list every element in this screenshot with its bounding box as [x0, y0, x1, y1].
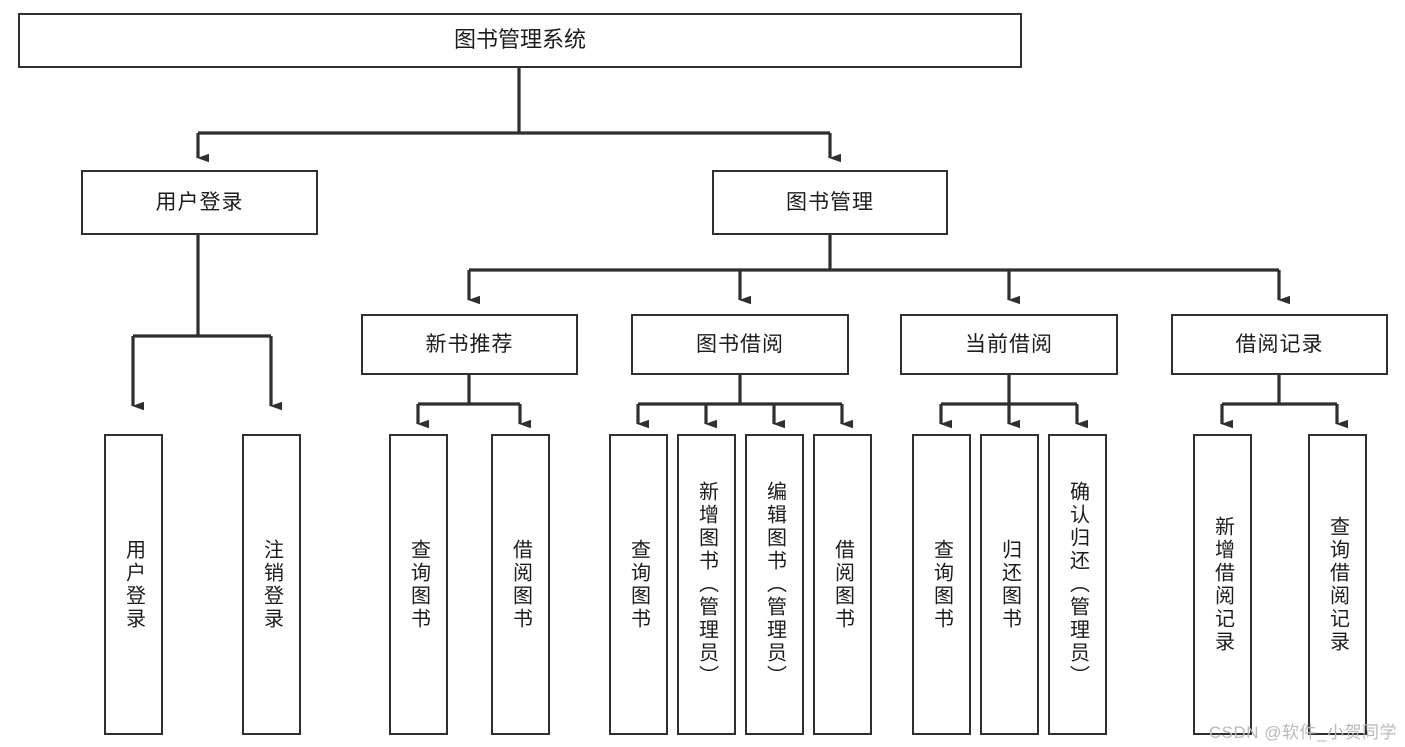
leaf-new-book-query-book[interactable]: 查询图书 [389, 434, 448, 735]
leaf-label: 查询借阅记录 [1326, 515, 1349, 654]
leaf-current-borrow-query-book[interactable]: 查询图书 [912, 434, 971, 735]
leaf-book-borrow-add-book-admin[interactable]: 新增图书（管理员） [677, 434, 736, 735]
leaf-label: 新增借阅记录 [1211, 515, 1234, 654]
node-user-login[interactable]: 用户登录 [81, 170, 318, 235]
node-label: 新书推荐 [425, 332, 514, 356]
node-book-borrow[interactable]: 图书借阅 [631, 314, 849, 375]
leaf-current-borrow-confirm-return-admin[interactable]: 确认归还（管理员） [1048, 434, 1107, 735]
leaf-label: 查询图书 [627, 538, 650, 631]
node-label: 图书管理系统 [453, 27, 586, 53]
leaf-user-login-logout[interactable]: 注销登录 [242, 434, 301, 735]
node-current-borrow[interactable]: 当前借阅 [900, 314, 1118, 375]
leaf-user-login-login[interactable]: 用户登录 [104, 434, 163, 735]
watermark-text: CSDN @软件_小贺同学 [1208, 723, 1397, 742]
leaf-label: 借阅图书 [831, 538, 854, 631]
node-new-book-recommend[interactable]: 新书推荐 [361, 314, 578, 375]
leaf-label: 注销登录 [260, 538, 283, 631]
leaf-book-borrow-query-book[interactable]: 查询图书 [609, 434, 668, 735]
node-borrow-record[interactable]: 借阅记录 [1171, 314, 1388, 375]
leaf-label: 用户登录 [122, 538, 145, 631]
leaf-book-borrow-borrow-book[interactable]: 借阅图书 [813, 434, 872, 735]
node-label: 当前借阅 [965, 332, 1053, 356]
node-label: 借阅记录 [1235, 332, 1324, 356]
leaf-label: 归还图书 [998, 538, 1021, 631]
leaf-label: 确认归还（管理员） [1066, 481, 1089, 688]
leaf-label: 新增图书（管理员） [695, 481, 718, 688]
leaf-label: 编辑图书（管理员） [763, 481, 786, 688]
node-book-management[interactable]: 图书管理 [712, 170, 948, 235]
leaf-label: 查询图书 [930, 538, 953, 631]
leaf-new-book-borrow-book[interactable]: 借阅图书 [491, 434, 550, 735]
leaf-book-borrow-edit-book-admin[interactable]: 编辑图书（管理员） [745, 434, 804, 735]
node-label: 图书管理 [786, 190, 874, 214]
leaf-label: 借阅图书 [509, 538, 532, 631]
node-root-system[interactable]: 图书管理系统 [18, 13, 1022, 68]
node-label: 图书借阅 [696, 332, 784, 356]
leaf-borrow-record-add-record[interactable]: 新增借阅记录 [1193, 434, 1252, 735]
node-label: 用户登录 [155, 190, 244, 214]
leaf-borrow-record-query-record[interactable]: 查询借阅记录 [1308, 434, 1367, 735]
leaf-current-borrow-return-book[interactable]: 归还图书 [980, 434, 1039, 735]
leaf-label: 查询图书 [407, 538, 430, 631]
